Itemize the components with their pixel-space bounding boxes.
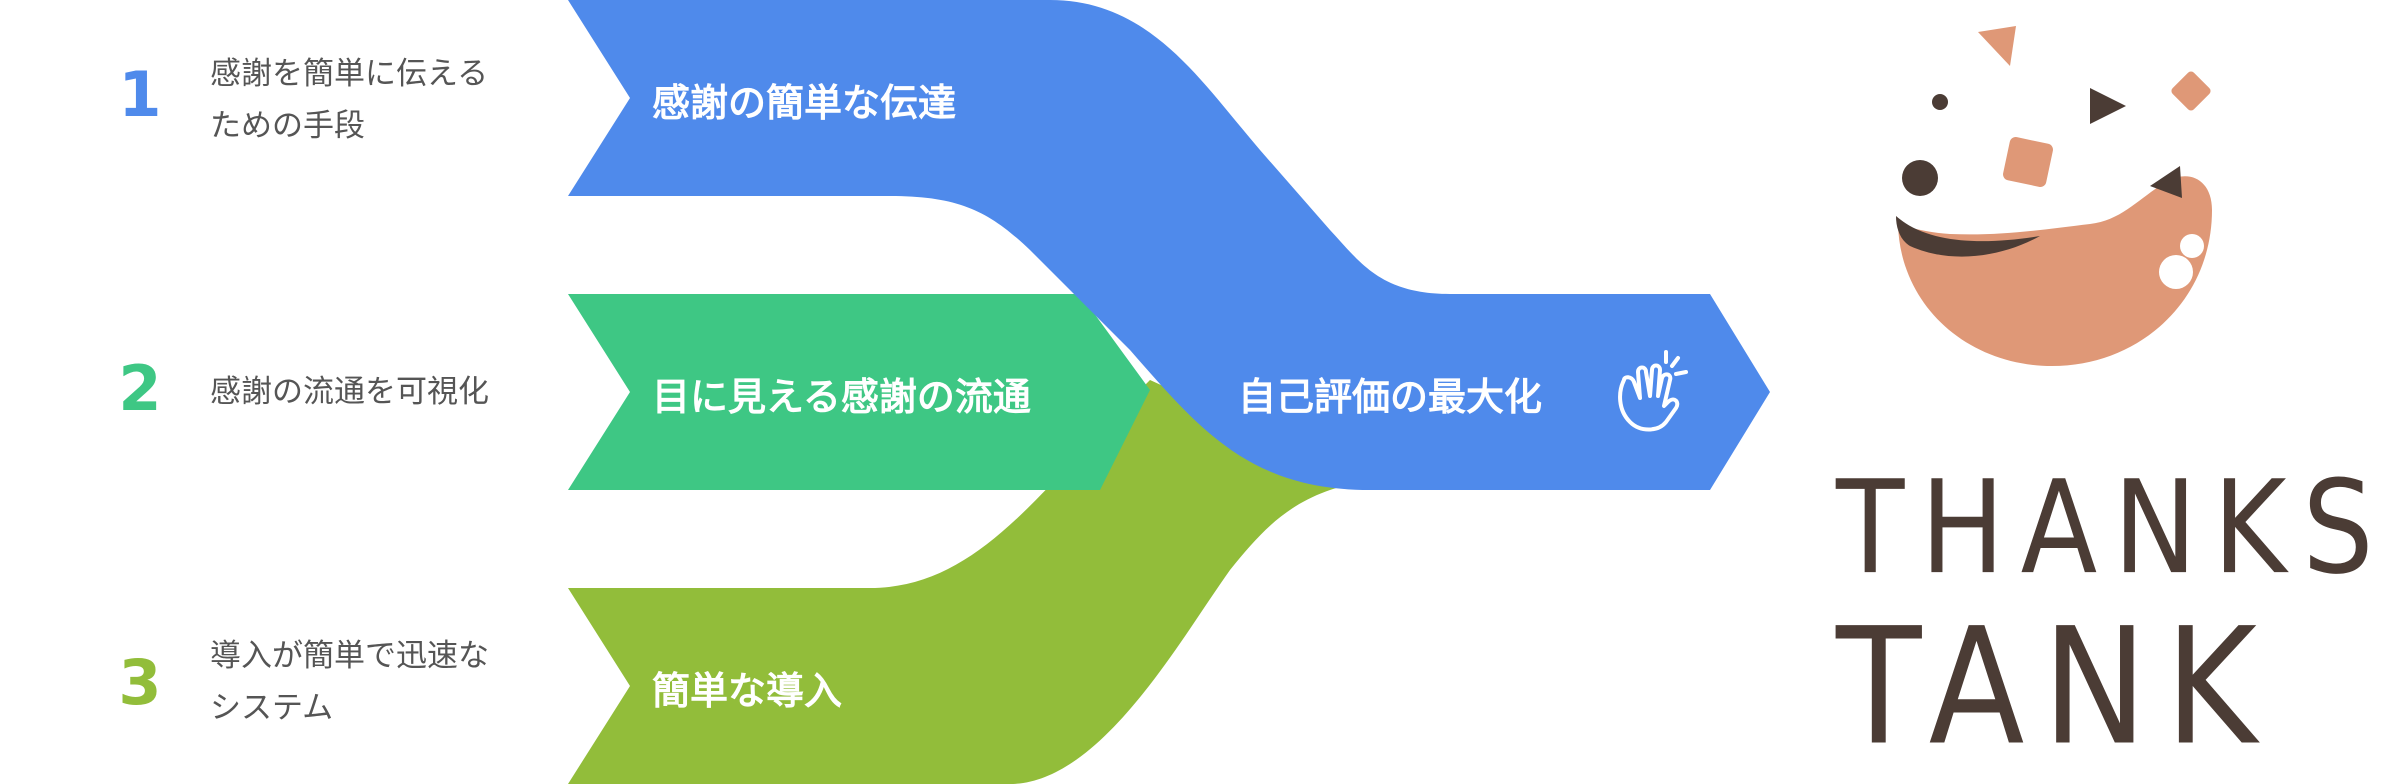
step-3-number: 3: [118, 646, 162, 719]
result-label: 自己評価の最大化: [1238, 375, 1543, 419]
arrow-green-shape: [568, 294, 1150, 490]
logo-word-tank: TANK: [1836, 594, 2275, 782]
logo-dot: [1902, 160, 1938, 196]
logo-tile: [1978, 26, 2016, 66]
arrow-3-label: 簡単な導入: [652, 669, 843, 713]
arrow-2-label: 目に見える感謝の流通: [652, 375, 1031, 419]
logo-triangle: [2150, 166, 2182, 198]
logo-bowl-shape: [1898, 176, 2212, 366]
step-1-description: 感謝を簡単に伝える ための手段: [210, 48, 488, 152]
step-3-description: 導入が簡単で迅速な システム: [210, 630, 489, 734]
logo-tile: [2003, 137, 2053, 187]
step-3-description-line: 導入が簡単で迅速な: [210, 638, 489, 674]
step-3-description-line: システム: [210, 690, 334, 726]
clapping-hands-icon: [1618, 350, 1688, 432]
arrow-olive-shape: [568, 380, 1370, 784]
step-1-description-line: 感謝を簡単に伝える: [210, 56, 489, 92]
step-2-description: 感謝の流通を可視化: [210, 366, 489, 418]
logo-swoosh-shape: [1896, 216, 2040, 257]
logo-dot: [1932, 94, 1948, 110]
logo-triangle: [2090, 88, 2126, 124]
logo-word-thanks: THANKS: [1836, 453, 2390, 604]
step-2-description-line: 感謝の流通を可視化: [210, 374, 489, 410]
step-1-number: 1: [118, 58, 162, 131]
logo-bubble: [2159, 255, 2193, 289]
arrow-1-label: 感謝の簡単な伝達: [652, 81, 957, 125]
logo-bubble: [2180, 234, 2204, 258]
arrow-blue-shape: [568, 0, 1770, 490]
thanks-tank-logo: [1896, 26, 2212, 366]
step-2-number: 2: [118, 352, 162, 425]
logo-tile: [2171, 71, 2211, 111]
step-1-description-line: ための手段: [210, 108, 365, 144]
